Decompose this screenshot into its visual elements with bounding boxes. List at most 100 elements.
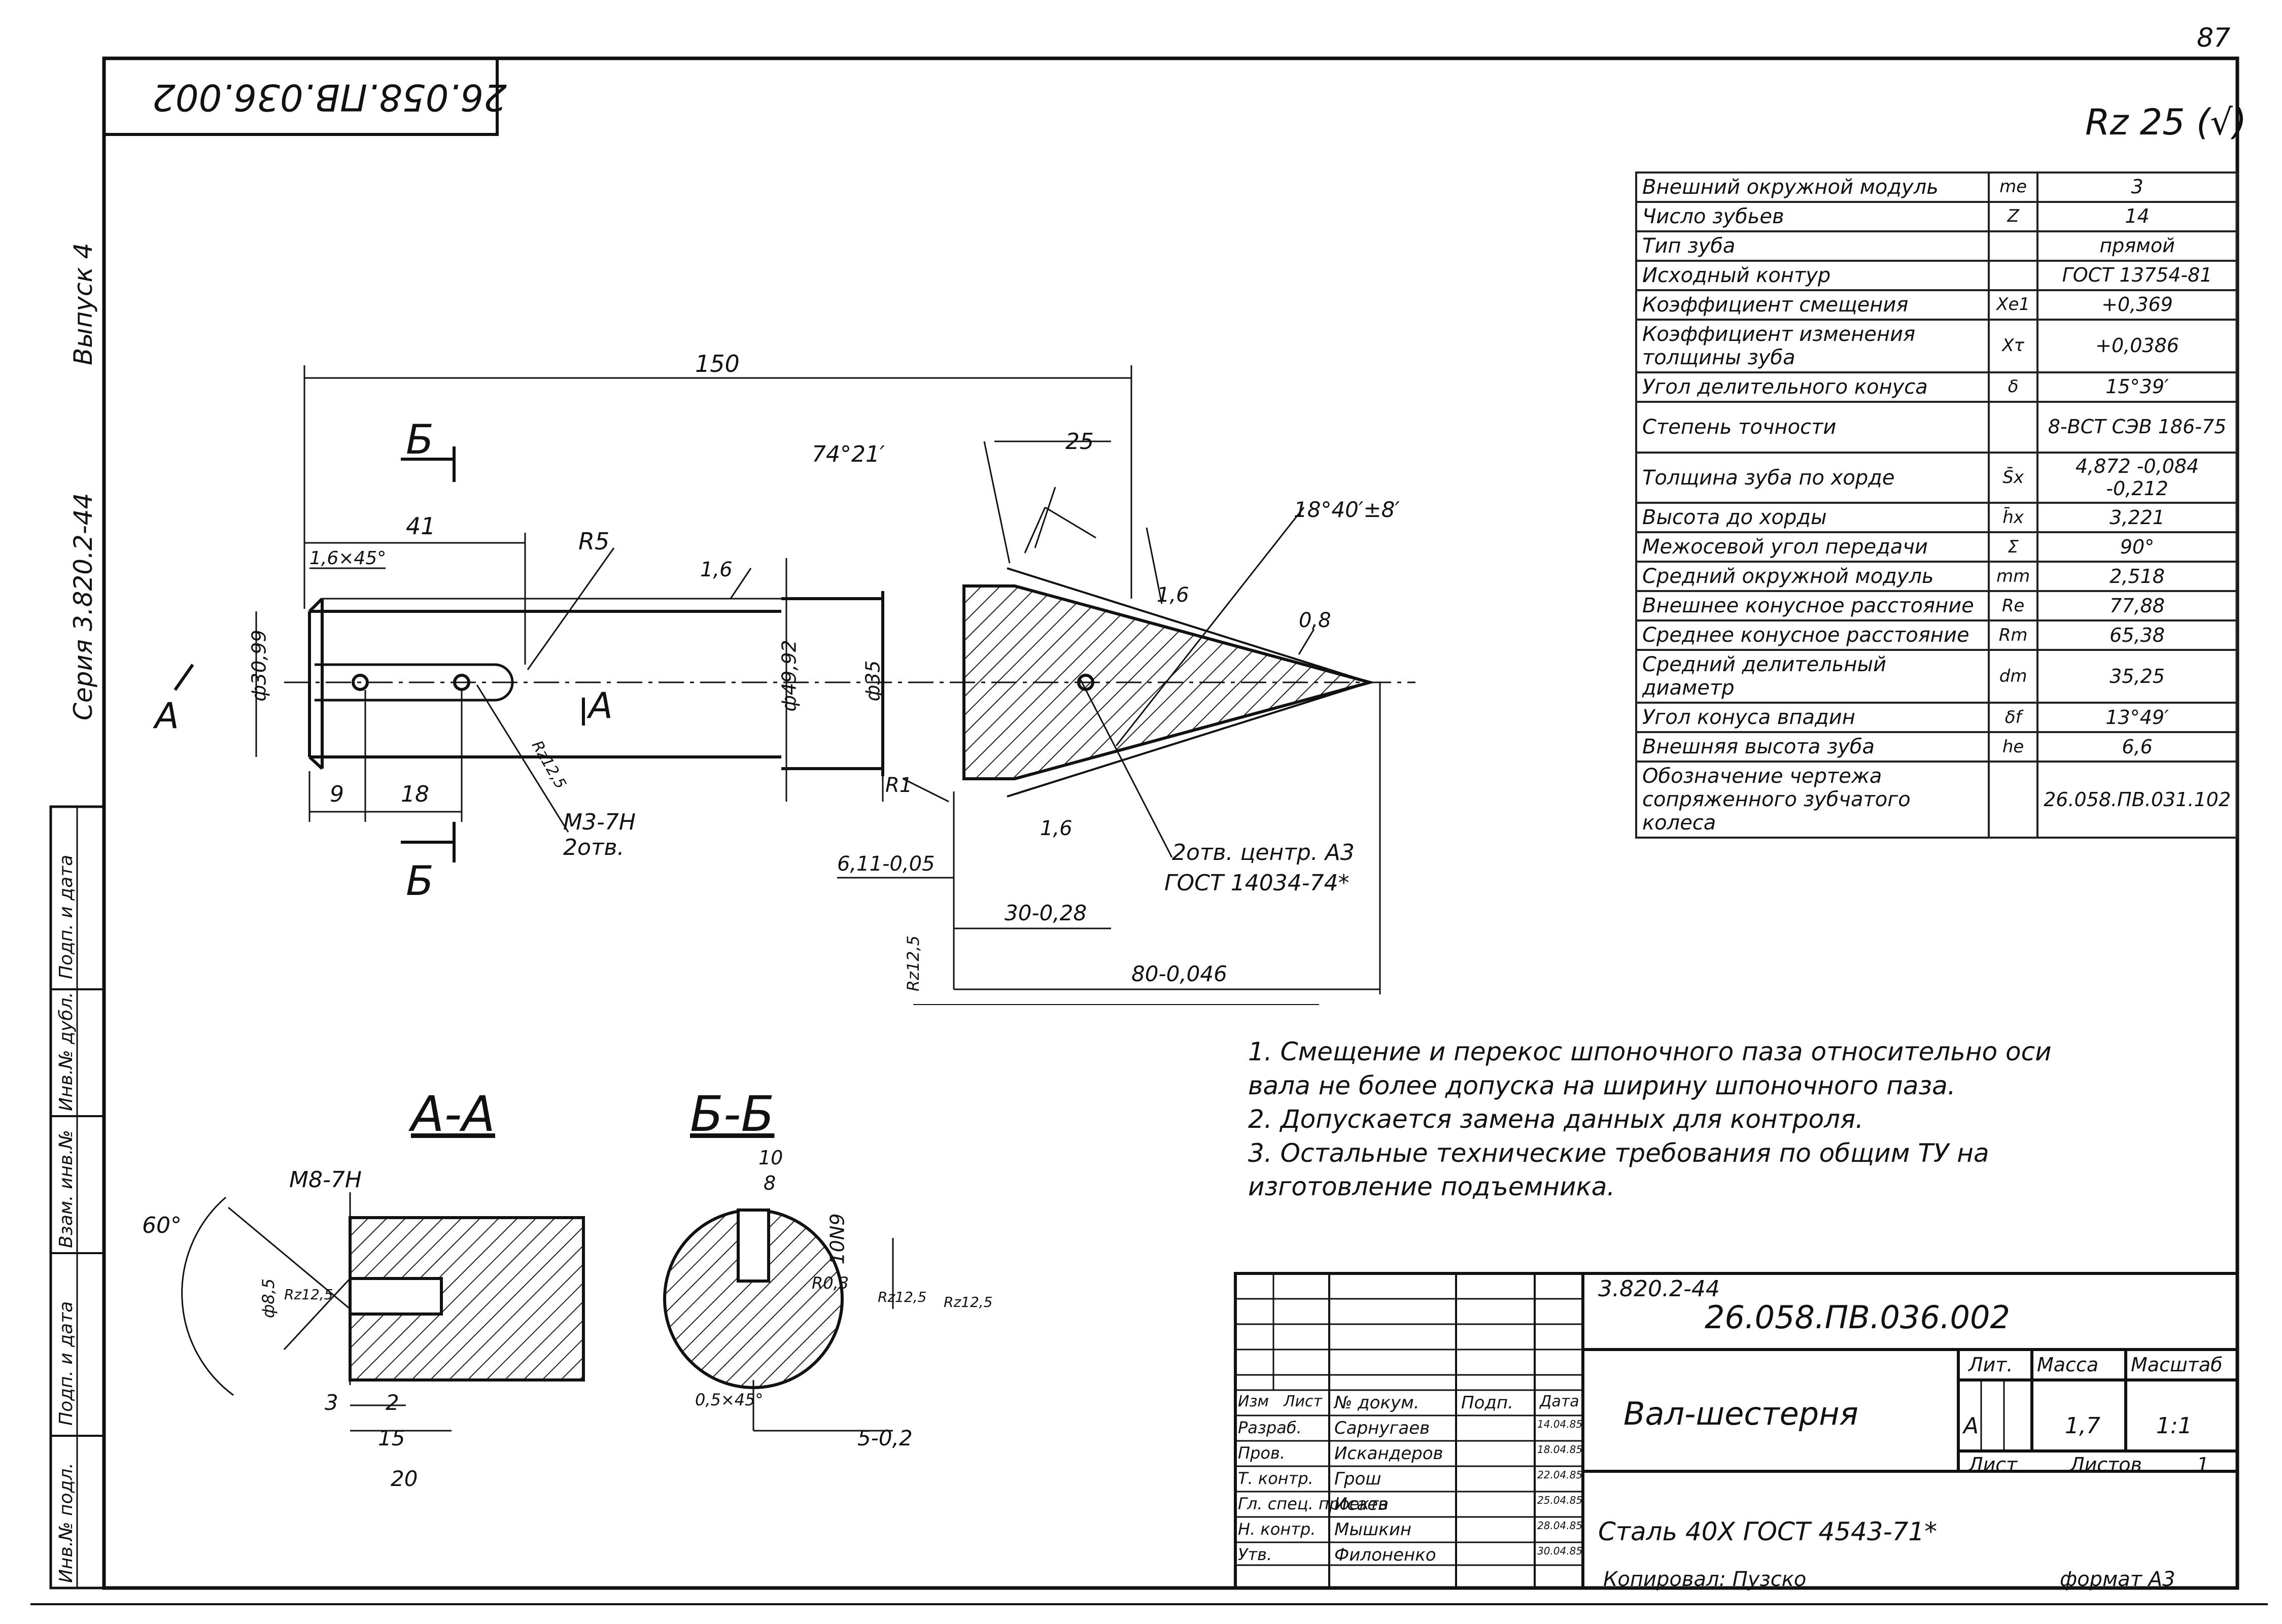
params-sym: Σ <box>1988 531 2039 563</box>
dim-6-11: 6,11-0,05 <box>837 852 935 876</box>
bb-5: 5-0,2 <box>857 1426 913 1450</box>
tb-h-list: Лист <box>1284 1393 1323 1410</box>
tb-scale-label: Масштаб <box>2131 1354 2223 1376</box>
rough-1-6-b: 1,6 <box>1157 583 1189 607</box>
params-sym: Z <box>1988 201 2039 232</box>
section-bb-drawing <box>663 1208 894 1432</box>
dim-angle-18: 18°40′±8′ <box>1294 497 1400 522</box>
rough-1-6-a: 1,6 <box>700 558 733 581</box>
footer-format: формат А3 <box>2060 1568 2175 1591</box>
section-mark-a-left: А <box>155 695 179 737</box>
params-val: ГОСТ 13754-81 <box>2036 260 2238 291</box>
params-label: Внешняя высота зуба <box>1635 731 1990 763</box>
aa-2: 2 <box>386 1390 399 1415</box>
dim-80-0-046: 80-0,046 <box>1131 961 1227 986</box>
params-label: Средний окружной модуль <box>1635 561 1990 593</box>
tb-sheets: 1 <box>2197 1454 2209 1476</box>
params-val: 13°49′ <box>2036 702 2238 734</box>
tb-material: Сталь 40Х ГОСТ 4543-71* <box>1598 1517 1938 1546</box>
params-val: 90° <box>2036 531 2238 563</box>
bb-chamfer: 0,5×45° <box>695 1390 764 1409</box>
tb-mass: 1,7 <box>2065 1413 2100 1439</box>
bb-10: 10 <box>758 1147 783 1169</box>
aa-20: 20 <box>391 1466 418 1491</box>
params-sym <box>1988 761 2039 839</box>
params-sym: Rm <box>1988 619 2039 651</box>
params-sym <box>1988 230 2039 262</box>
note-3: 3. Остальные технические требования по о… <box>1248 1138 1989 1202</box>
side-issue-label: Выпуск 4 <box>68 243 98 365</box>
params-sym <box>1988 260 2039 291</box>
tb-mass-label: Масса <box>2037 1354 2099 1376</box>
tb-sheets-label: Листов <box>2070 1454 2142 1476</box>
stamp-inv-dubl: Инв.№ дубл. <box>56 992 77 1111</box>
dim-25: 25 <box>1065 429 1094 455</box>
dim-18: 18 <box>401 781 429 807</box>
params-val: 14 <box>2036 201 2238 232</box>
tb-row-name: Мышкин <box>1334 1519 1412 1540</box>
params-label: Угол конуса впадин <box>1635 702 1990 734</box>
section-mark-a-right: А <box>589 685 613 727</box>
bb-rz-1: Rz12,5 <box>878 1289 927 1305</box>
params-val: +0,0386 <box>2036 319 2238 373</box>
dim-chamfer: 1,6×45° <box>309 548 387 569</box>
dim-d49-92: ф49,92 <box>778 640 801 712</box>
bb-r0-3: R0,3 <box>812 1273 849 1293</box>
tb-row-date: 14.04.85 <box>1537 1418 1583 1430</box>
tb-row-date: 28.04.85 <box>1537 1519 1583 1532</box>
params-sym: δ <box>1988 371 2039 403</box>
tb-series: 3.820.2-44 <box>1598 1276 1720 1302</box>
dim-r5: R5 <box>578 528 610 555</box>
tb-code: 26.058.ПВ.036.002 <box>1705 1299 2010 1336</box>
tb-h-podp: Подп. <box>1461 1393 1513 1413</box>
aa-60: 60° <box>142 1213 182 1238</box>
tb-h-date: Дата <box>1540 1393 1579 1410</box>
tb-h-doc: № докум. <box>1334 1393 1420 1413</box>
tb-row-name: Грош <box>1334 1469 1381 1489</box>
params-label: Исходный контур <box>1635 260 1990 291</box>
section-mark-b-bottom: Б <box>406 857 434 905</box>
tb-name: Вал-шестерня <box>1623 1395 1858 1432</box>
dim-30-0-28: 30-0,28 <box>1005 901 1087 925</box>
tb-row-date: 25.04.85 <box>1537 1494 1583 1506</box>
section-aa-title: А-А <box>411 1086 495 1143</box>
tb-row-role: Гл. спец. проекта <box>1238 1494 1389 1513</box>
dim-d30-99: ф30,99 <box>248 630 270 702</box>
centre-holes-note: 2отв. центр. А3 <box>1172 840 1355 866</box>
params-val: 26.058.ПВ.031.102 <box>2036 761 2238 839</box>
aa-rz: Rz12,5 <box>284 1286 333 1303</box>
params-label: Толщина зуба по хорде <box>1635 451 1990 504</box>
params-row: Исходный контур ГОСТ 13754-81 <box>1635 260 2238 291</box>
params-val: 8-ВСТ СЭВ 186-75 <box>2036 401 2238 454</box>
tb-scale: 1:1 <box>2156 1413 2192 1439</box>
gost-14034-note: ГОСТ 14034-74* <box>1164 870 1350 896</box>
params-val: 35,25 <box>2036 649 2238 704</box>
params-sym: Xe1 <box>1988 289 2039 321</box>
tb-row-name: Сарнугаев <box>1334 1418 1430 1438</box>
params-label: Высота до хорды <box>1635 502 1990 534</box>
rough-1-6-c: 1,6 <box>1040 817 1073 840</box>
params-sym: Re <box>1988 590 2039 622</box>
tb-row-date: 22.04.85 <box>1537 1469 1583 1481</box>
aa-d8-5: ф8,5 <box>259 1278 279 1319</box>
bb-rz-2: Rz12,5 <box>944 1294 993 1310</box>
params-label: Коэффициент смещения <box>1635 289 1990 321</box>
params-sym <box>1988 401 2039 454</box>
tb-lit: А <box>1963 1413 1979 1439</box>
params-label: Среднее конусное расстояние <box>1635 619 1990 651</box>
tb-sheet-label: Лист <box>1968 1454 2018 1476</box>
params-sym: δf <box>1988 702 2039 734</box>
aa-3: 3 <box>325 1390 338 1415</box>
tb-row-name: Филоненко <box>1334 1545 1436 1565</box>
tb-row-role: Н. контр. <box>1238 1519 1316 1539</box>
dim-d35: ф35 <box>861 660 884 702</box>
section-bb-title: Б-Б <box>690 1086 775 1143</box>
